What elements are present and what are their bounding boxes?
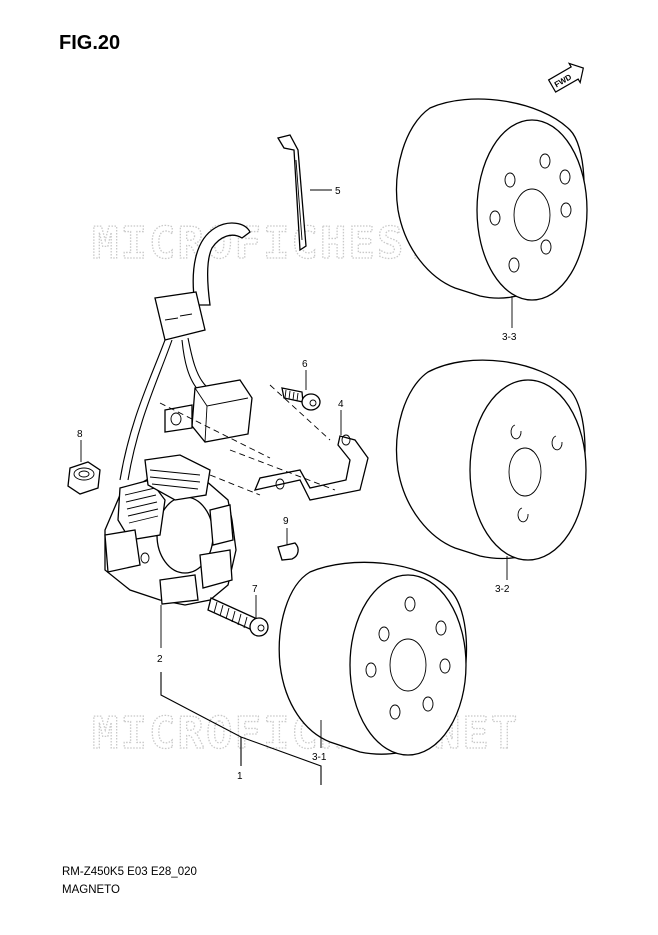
bolt-6 xyxy=(281,387,321,411)
model-code: RM-Z450K5 E03 E28_020 xyxy=(62,866,197,878)
guide-lines xyxy=(159,384,336,496)
stator-2 xyxy=(104,454,237,606)
callout-2: 2 xyxy=(157,654,163,665)
section-name: MAGNETO xyxy=(62,884,120,896)
callout-4: 4 xyxy=(338,399,344,410)
fwd-arrow-badge: FWD xyxy=(547,62,585,93)
wire-harness xyxy=(119,222,251,481)
pickup-coil xyxy=(164,379,253,443)
rotor-3-1 xyxy=(278,561,468,756)
callout-7: 7 xyxy=(252,584,258,595)
callout-1: 1 xyxy=(237,771,243,782)
callout-3-1: 3-1 xyxy=(312,752,327,763)
rotor-3-2 xyxy=(395,359,587,561)
cable-tie-5 xyxy=(276,134,307,252)
key-9 xyxy=(277,542,299,561)
figure-title: FIG.20 xyxy=(59,32,121,54)
callout-6: 6 xyxy=(302,359,308,370)
callout-3-2: 3-2 xyxy=(495,584,510,595)
nut-8 xyxy=(67,461,101,495)
callout-3-3: 3-3 xyxy=(502,332,517,343)
callout-8: 8 xyxy=(77,429,83,440)
callout-9: 9 xyxy=(283,516,289,527)
bracket-4 xyxy=(253,434,369,501)
leader-lines xyxy=(80,189,513,785)
callout-5: 5 xyxy=(335,186,341,197)
rotor-3-3 xyxy=(395,98,588,301)
bolt-7 xyxy=(207,597,269,637)
